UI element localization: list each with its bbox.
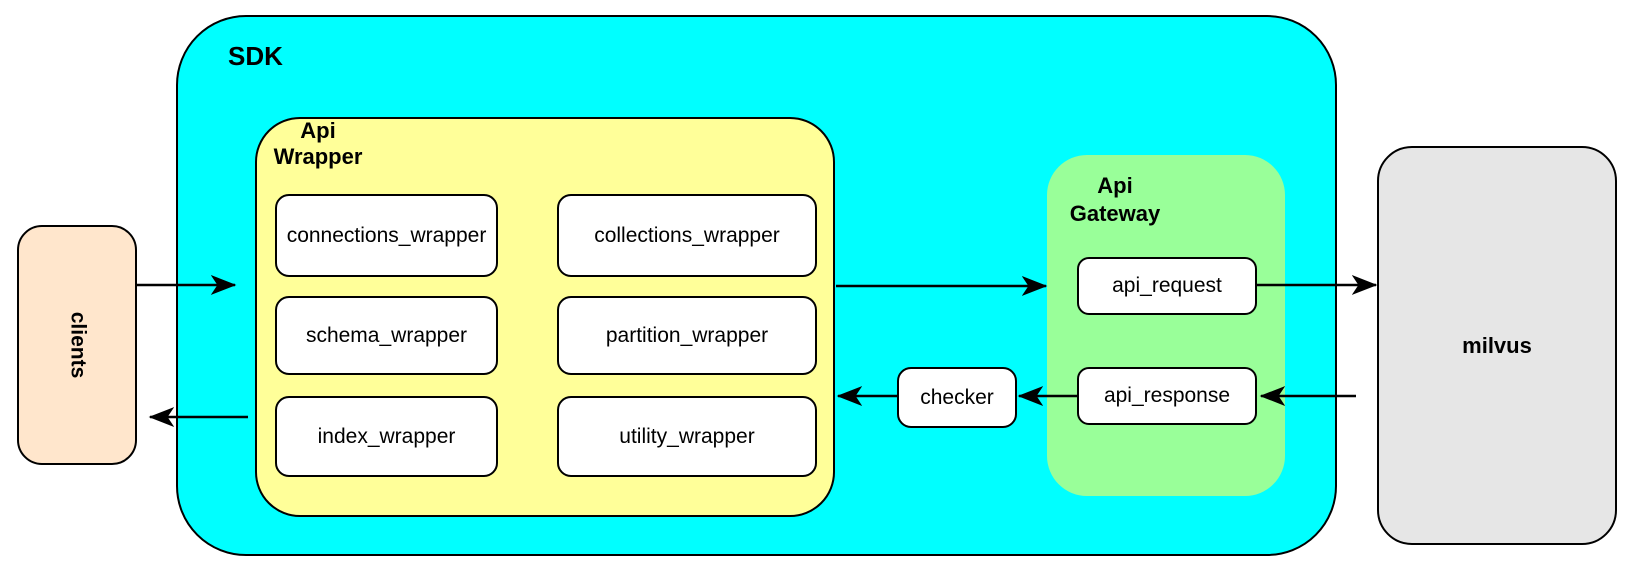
api-gateway-label-line2: Gateway <box>1069 201 1161 226</box>
checker-node: checker <box>897 367 1017 428</box>
module-connections-wrapper: connections_wrapper <box>275 194 498 277</box>
module-connections-wrapper-label: connections_wrapper <box>286 223 487 247</box>
module-index-wrapper-label: index_wrapper <box>317 424 456 448</box>
clients-label: clients <box>66 311 89 379</box>
api-gateway-label-line1: Api <box>1097 173 1133 198</box>
module-index-wrapper: index_wrapper <box>275 396 498 477</box>
api-request-node: api_request <box>1077 257 1257 315</box>
module-utility-wrapper: utility_wrapper <box>557 396 817 477</box>
api-response-node: api_response <box>1077 367 1257 425</box>
api-wrapper-label-line1: Api <box>300 118 336 143</box>
api-wrapper-label-line2: Wrapper <box>273 144 363 169</box>
milvus-node: milvus <box>1377 146 1617 545</box>
module-schema-wrapper-label: schema_wrapper <box>305 323 468 347</box>
module-partition-wrapper: partition_wrapper <box>557 296 817 375</box>
api-response-label: api_response <box>1103 384 1231 407</box>
api-gateway-container <box>1047 155 1285 496</box>
module-partition-wrapper-label: partition_wrapper <box>605 323 769 347</box>
api-gateway-label: Api Gateway <box>1010 172 1220 228</box>
milvus-label: milvus <box>1462 332 1532 358</box>
module-schema-wrapper: schema_wrapper <box>275 296 498 375</box>
api-wrapper-label: Api Wrapper <box>213 118 423 170</box>
clients-node: clients <box>17 225 137 465</box>
module-collections-wrapper-label: collections_wrapper <box>594 223 780 247</box>
checker-label: checker <box>920 385 994 409</box>
sdk-label: SDK <box>228 41 283 71</box>
module-utility-wrapper-label: utility_wrapper <box>619 424 755 448</box>
module-collections-wrapper: collections_wrapper <box>557 194 817 277</box>
api-request-label: api_request <box>1112 274 1222 297</box>
